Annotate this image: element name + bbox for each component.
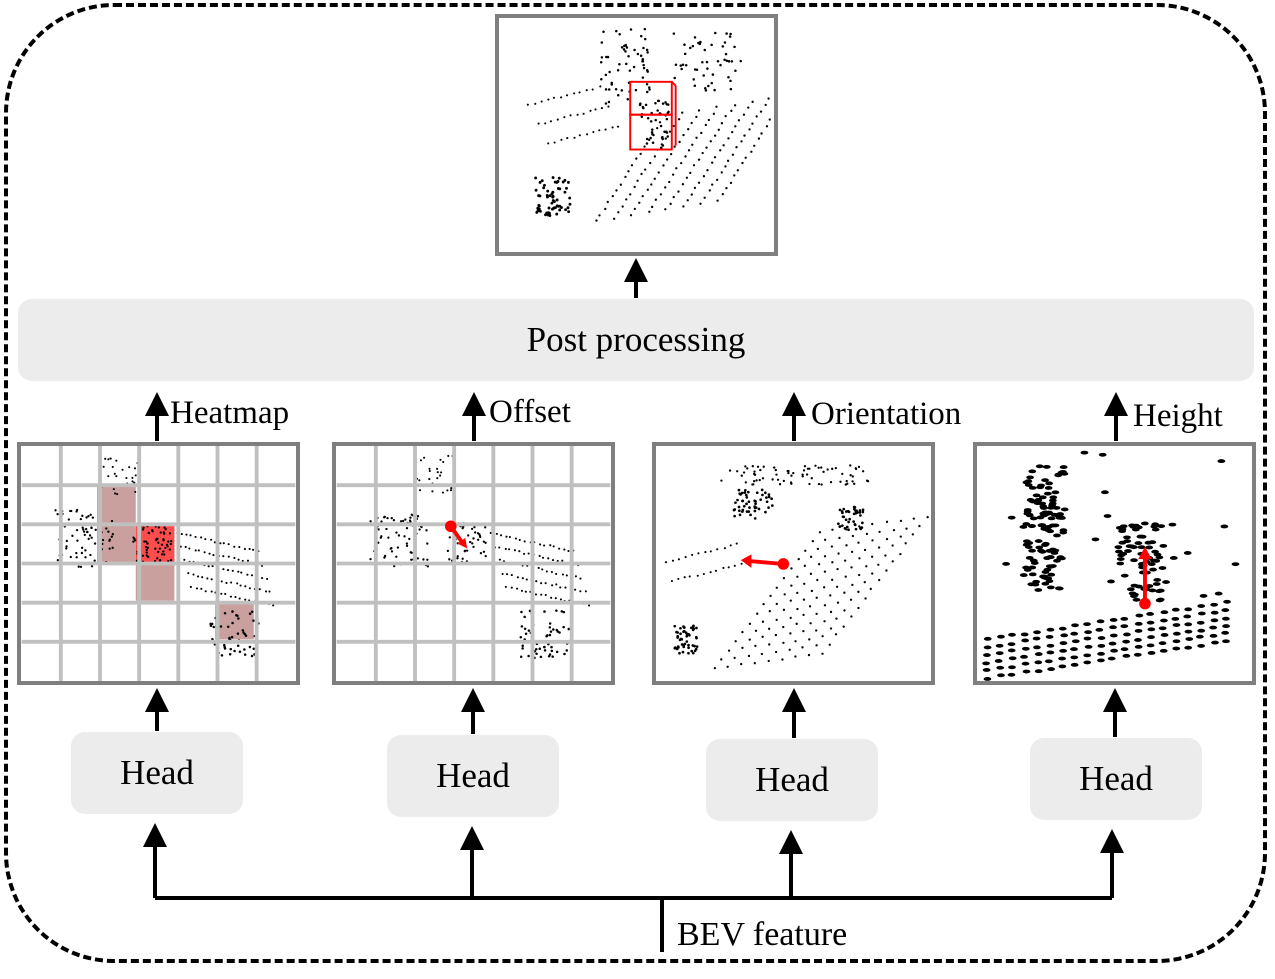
point-cluster [638, 99, 670, 150]
result-panel [495, 14, 778, 256]
height-panel [973, 442, 1256, 685]
head-label: Head [755, 760, 829, 799]
point-cluster [672, 31, 742, 92]
grid-lines [336, 446, 611, 681]
orientation-arrow [740, 554, 790, 570]
result-pointcloud [526, 27, 774, 222]
point-cluster [732, 488, 774, 520]
point-cluster [720, 464, 870, 486]
point-streaks [176, 531, 275, 607]
point-dashes [982, 450, 1240, 681]
post-processing-box: Post processing [18, 299, 1254, 381]
head-box-height: Head [1030, 738, 1202, 820]
head-box-orientation: Head [706, 739, 878, 821]
point-streaks [664, 542, 743, 583]
heatmap-panel [17, 442, 300, 685]
point-streaks [713, 516, 929, 670]
point-streaks [526, 85, 620, 145]
heatmap-grid [21, 446, 296, 681]
height-arrow [1138, 546, 1152, 610]
grid-lines [21, 446, 296, 681]
orientation-pointcloud [664, 464, 929, 670]
point-cluster [599, 27, 651, 107]
head-label: Head [120, 753, 194, 792]
point-cluster [413, 454, 454, 494]
head-box-offset: Head [387, 735, 559, 817]
offset-grid [336, 446, 611, 681]
orientation-label: Orientation [811, 396, 962, 432]
offset-panel [332, 442, 615, 685]
height-label: Height [1133, 398, 1223, 434]
head-label: Head [436, 756, 510, 795]
point-cluster [534, 176, 572, 217]
point-cluster [673, 624, 699, 655]
heatmap-label: Heatmap [170, 395, 290, 431]
point-cluster [132, 522, 173, 563]
bounding-box-3d [629, 80, 677, 151]
offset-label: Offset [489, 394, 571, 430]
post-processing-label: Post processing [526, 320, 746, 359]
offset-arrow [444, 520, 468, 549]
point-cluster [369, 513, 430, 568]
orientation-panel [652, 442, 935, 685]
point-cluster [837, 505, 865, 532]
point-streaks [489, 531, 591, 607]
dashed-frame [4, 3, 1267, 963]
point-streaks [595, 97, 774, 222]
head-label: Head [1079, 759, 1153, 798]
bev-feature-label: BEV feature [677, 916, 848, 953]
height-pointcloud [982, 450, 1240, 681]
point-cluster [519, 609, 571, 660]
head-box-heatmap: Head [71, 732, 243, 814]
